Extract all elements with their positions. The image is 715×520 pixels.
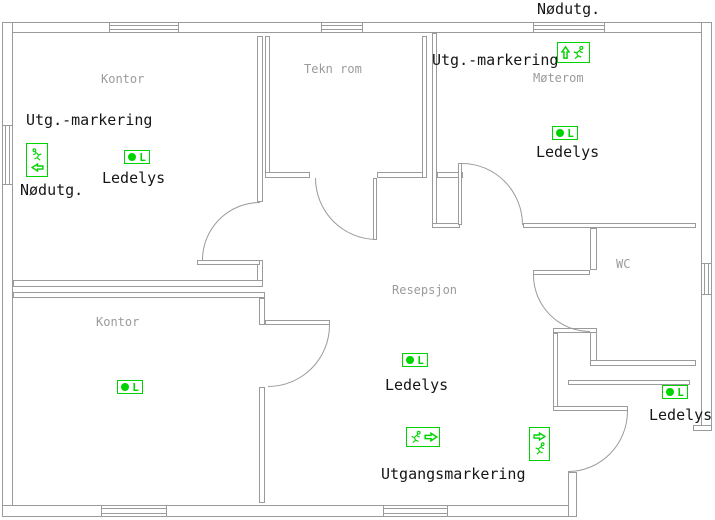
wall-reception-right [553, 333, 558, 408]
ledelys-fixture-exit-corridor-icon: L [662, 385, 688, 399]
window-bottom-1 [101, 505, 167, 517]
lamp-dot-icon [556, 129, 565, 137]
door-arc-wc [533, 275, 590, 332]
room-label-tekn-rom: Tekn rom [304, 62, 362, 76]
window-bottom-2 [383, 505, 448, 517]
wall-moterom-bottom-stub [432, 223, 460, 228]
door-leaf-kontor-bottom [265, 320, 330, 325]
wall-teknrom-left [265, 36, 270, 178]
ledelys-fixture-kontor-top-icon: L [124, 150, 150, 164]
room-label-moterom: Møterom [533, 71, 584, 85]
ledelys-fixture-kontor-bottom-icon: L [117, 380, 143, 394]
wall-exit-corridor-bottom [568, 380, 690, 385]
door-arc-kontor-top [202, 202, 260, 260]
lamp-letter: L [132, 380, 139, 394]
outer-wall-left [2, 22, 13, 517]
running-man-icon [32, 148, 42, 161]
lamp-letter: L [677, 385, 684, 399]
wall-teknrom-bottom-right [377, 172, 427, 178]
wall-teknrom-right [422, 36, 427, 178]
label-nodutg-left: Nødutg. [20, 181, 84, 199]
wall-kontor-top-right-upper [257, 36, 263, 202]
door-leaf-exit [553, 406, 628, 411]
emergency-exit-door-top [533, 22, 605, 33]
label-ledelys-moterom: Ledelys [536, 143, 600, 161]
outer-wall-bottom [2, 505, 577, 517]
label-ledelys-resepsjon: Ledelys [385, 376, 449, 394]
exit-sign-man-arrow-right-icon [406, 427, 440, 447]
wall-kontor-top-bottom [13, 280, 263, 287]
door-arc-kontor-bottom [268, 325, 330, 387]
ledelys-fixture-moterom-icon: L [552, 126, 578, 140]
wall-kontor-bottom-right-lower [259, 387, 265, 503]
door-leaf-wc [533, 270, 590, 275]
wall-wc-left-upper [590, 228, 597, 270]
label-nodutg-top: Nødutg. [537, 0, 601, 18]
room-label-kontor-bottom: Kontor [96, 315, 140, 329]
door-arc-teknrom [315, 178, 377, 240]
room-label-kontor-top: Kontor [101, 72, 145, 86]
running-man-icon [534, 442, 545, 455]
wall-kontor-bottom-top [13, 292, 265, 298]
arrow-right-icon [423, 432, 438, 442]
arrow-up-icon [561, 45, 570, 59]
label-utg-markering-right: Utg.-markering [432, 51, 559, 69]
right-wall-end-cap [693, 425, 712, 431]
lamp-dot-icon [128, 153, 137, 161]
exit-sign-man-arrow-left-icon [26, 143, 48, 177]
door-leaf-kontor-top [197, 260, 260, 265]
exit-sign-up-arrow-man-icon [557, 42, 590, 63]
wall-moterom-bottom [523, 223, 696, 228]
wall-kontor-bottom-right-upper [259, 298, 265, 325]
lamp-letter: L [567, 126, 574, 140]
window-left [2, 125, 13, 185]
arrow-right-icon [533, 432, 546, 441]
lamp-dot-icon [121, 383, 130, 391]
lamp-dot-icon [666, 388, 675, 396]
ledelys-fixture-resepsjon-icon: L [402, 353, 428, 367]
outer-wall-right [701, 22, 712, 426]
arrow-left-icon [30, 163, 44, 172]
door-arc-moterom [462, 163, 523, 225]
room-label-resepsjon: Resepsjon [392, 283, 458, 297]
lamp-letter: L [139, 150, 146, 164]
window-top-1 [109, 22, 179, 33]
wall-teknrom-bottom-left [265, 172, 310, 178]
lamp-dot-icon [406, 356, 415, 364]
label-utgangsmarkering: Utgangsmarkering [381, 465, 526, 483]
window-right-wc [701, 263, 712, 295]
exit-sign-arrow-right-man-icon [529, 427, 550, 461]
wall-wc-bottom [590, 360, 696, 366]
label-utg-markering-left: Utg.-markering [26, 111, 153, 129]
room-label-wc: WC [616, 257, 631, 271]
running-man-icon [410, 430, 421, 443]
lamp-letter: L [417, 353, 424, 367]
wall-exit-corridor-left [568, 472, 577, 517]
door-arc-exit [568, 411, 628, 472]
label-ledelys-exit: Ledelys [649, 406, 713, 424]
label-ledelys-kontor: Ledelys [102, 169, 166, 187]
running-man-icon [573, 45, 584, 59]
window-top-2 [321, 22, 363, 33]
